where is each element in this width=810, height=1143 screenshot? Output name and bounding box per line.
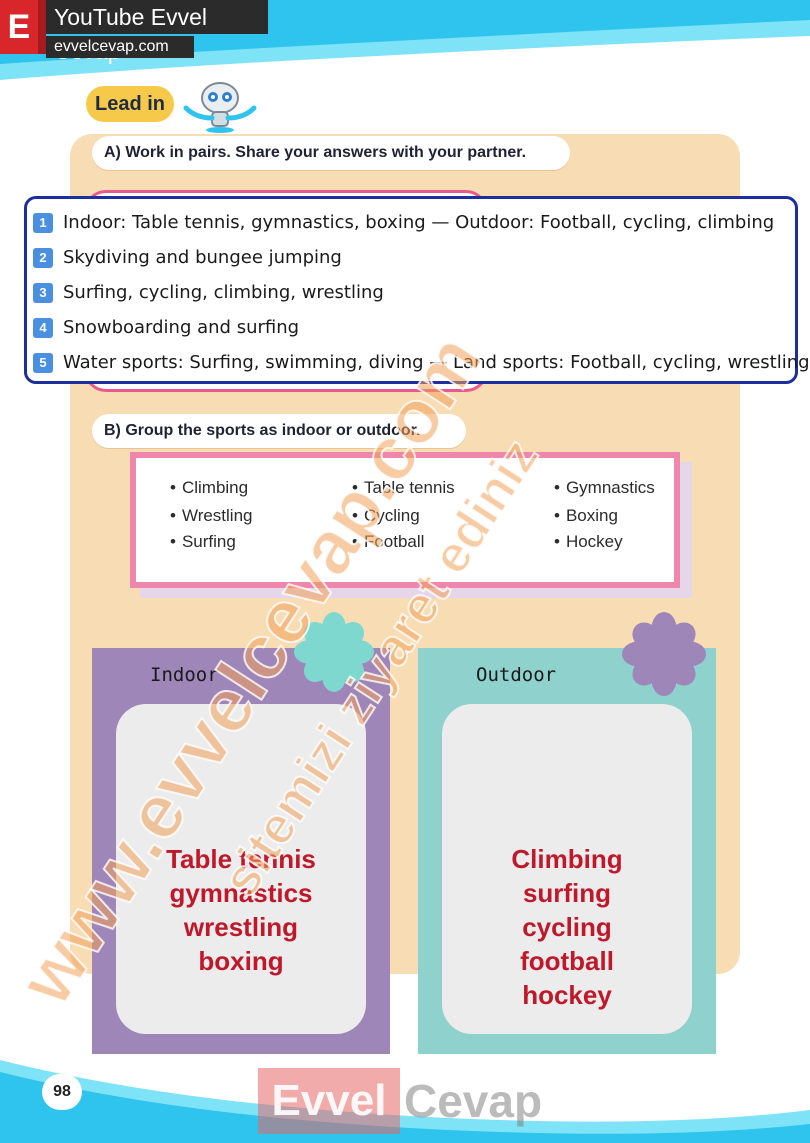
answer-text: Indoor: Table tennis, gymnastics, boxing… (63, 212, 775, 233)
brand-title: YouTube Evvel Cevap (46, 0, 268, 64)
answer-text: Skydiving and bungee jumping (63, 247, 342, 268)
outdoor-answer: surfing (522, 878, 612, 908)
answer-row: 5 Water sports: Surfing, swimming, divin… (33, 345, 810, 380)
robot-icon (183, 82, 257, 133)
sport-item: Cycling (352, 506, 420, 526)
indoor-answer: gymnastics (169, 878, 313, 908)
outdoor-answer: hockey (522, 980, 612, 1010)
brand-letter: E (0, 0, 38, 54)
indoor-answer: wrestling (183, 912, 299, 942)
lead-in-badge: Lead in (86, 86, 174, 122)
flower-icon (294, 612, 374, 692)
flower-icon (622, 612, 706, 696)
answer-row: 4 Snowboarding and surfing (33, 310, 795, 345)
answer-text: Snowboarding and surfing (63, 317, 300, 338)
answer-number: 5 (33, 352, 53, 373)
answer-number: 1 (33, 212, 53, 233)
sport-item: Climbing (170, 478, 248, 498)
outdoor-answer: cycling (522, 912, 612, 942)
sport-item: Football (352, 532, 424, 552)
sport-item: Gymnastics (554, 478, 655, 498)
indoor-answer: boxing (198, 946, 284, 976)
outdoor-answer-area: Climbing surfing cycling football hockey (442, 704, 692, 1034)
answer-row: 1 Indoor: Table tennis, gymnastics, boxi… (33, 205, 795, 240)
answer-row: 2 Skydiving and bungee jumping (33, 240, 795, 275)
answer-row: 3 Surfing, cycling, climbing, wrestling (33, 275, 795, 310)
instruction-a: A) Work in pairs. Share your answers wit… (92, 136, 570, 170)
instruction-b: B) Group the sports as indoor or outdoor… (92, 414, 466, 448)
brand-stripe (38, 0, 46, 54)
indoor-answer: Table tennis (166, 844, 316, 874)
footer-logo-right: Cevap (404, 1075, 543, 1127)
answer-number: 2 (33, 247, 53, 268)
answer-text: Surfing, cycling, climbing, wrestling (63, 282, 384, 303)
page-number: 98 (42, 1074, 82, 1110)
indoor-answers: Table tennis gymnastics wrestling boxing (116, 842, 366, 978)
indoor-label: Indoor (150, 664, 219, 686)
brand-logo[interactable]: E YouTube Evvel Cevap evvelcevap.com (0, 0, 268, 64)
answer-text: Water sports: Surfing, swimming, diving … (63, 352, 810, 373)
sport-item: Boxing (554, 506, 618, 526)
outdoor-label: Outdoor (476, 664, 557, 686)
outdoor-answers: Climbing surfing cycling football hockey (442, 842, 692, 1012)
bottom-footer-band (0, 1060, 810, 1143)
sport-item: Hockey (554, 532, 623, 552)
answer-number: 4 (33, 317, 53, 338)
outdoor-group: Outdoor Climbing surfing cycling footbal… (418, 648, 716, 1054)
answers-box: 1 Indoor: Table tennis, gymnastics, boxi… (24, 196, 810, 384)
sports-list-card: Climbing Wrestling Surfing Table tennis … (130, 452, 680, 588)
sport-item: Surfing (170, 532, 236, 552)
outdoor-answer: Climbing (511, 844, 623, 874)
footer-logo-left: Evvel (258, 1068, 400, 1134)
brand-url[interactable]: evvelcevap.com (46, 36, 194, 58)
outdoor-answer: football (520, 946, 614, 976)
indoor-group: Indoor Table tennis gymnastics wrestling… (92, 648, 390, 1054)
answer-number: 3 (33, 282, 53, 303)
sport-item: Table tennis (352, 478, 455, 498)
sport-item: Wrestling (170, 506, 253, 526)
indoor-answer-area: Table tennis gymnastics wrestling boxing (116, 704, 366, 1034)
